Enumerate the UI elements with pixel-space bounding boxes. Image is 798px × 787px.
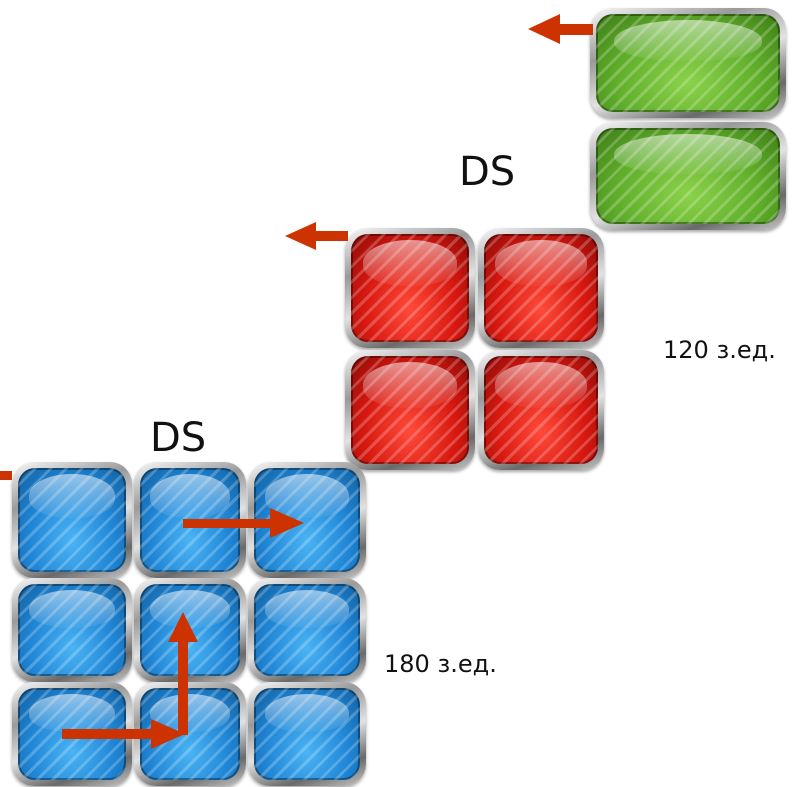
blue-tile (12, 578, 132, 682)
red-tile (478, 228, 604, 348)
ds-label-upper: DS (459, 149, 516, 195)
green-tile (590, 8, 786, 118)
blue-tile (248, 682, 366, 786)
red-tile (345, 350, 475, 470)
arrow-left-icon (285, 222, 348, 250)
green-tile (590, 122, 786, 230)
red-tile (478, 350, 604, 470)
blue-tile (134, 682, 246, 786)
blue-tile (248, 578, 366, 682)
blue-tile (134, 578, 246, 682)
arrow-tail-marker (0, 471, 12, 480)
value-label-red: 120 з.ед. (663, 336, 776, 364)
arrow-left-icon (528, 14, 593, 44)
value-label-blue: 180 з.ед. (384, 650, 497, 678)
blue-tile (12, 682, 132, 786)
blue-tile (248, 462, 366, 578)
red-tile (345, 228, 475, 348)
blue-tile (134, 462, 246, 578)
blue-tile (12, 462, 132, 578)
ds-label-lower: DS (150, 415, 207, 461)
